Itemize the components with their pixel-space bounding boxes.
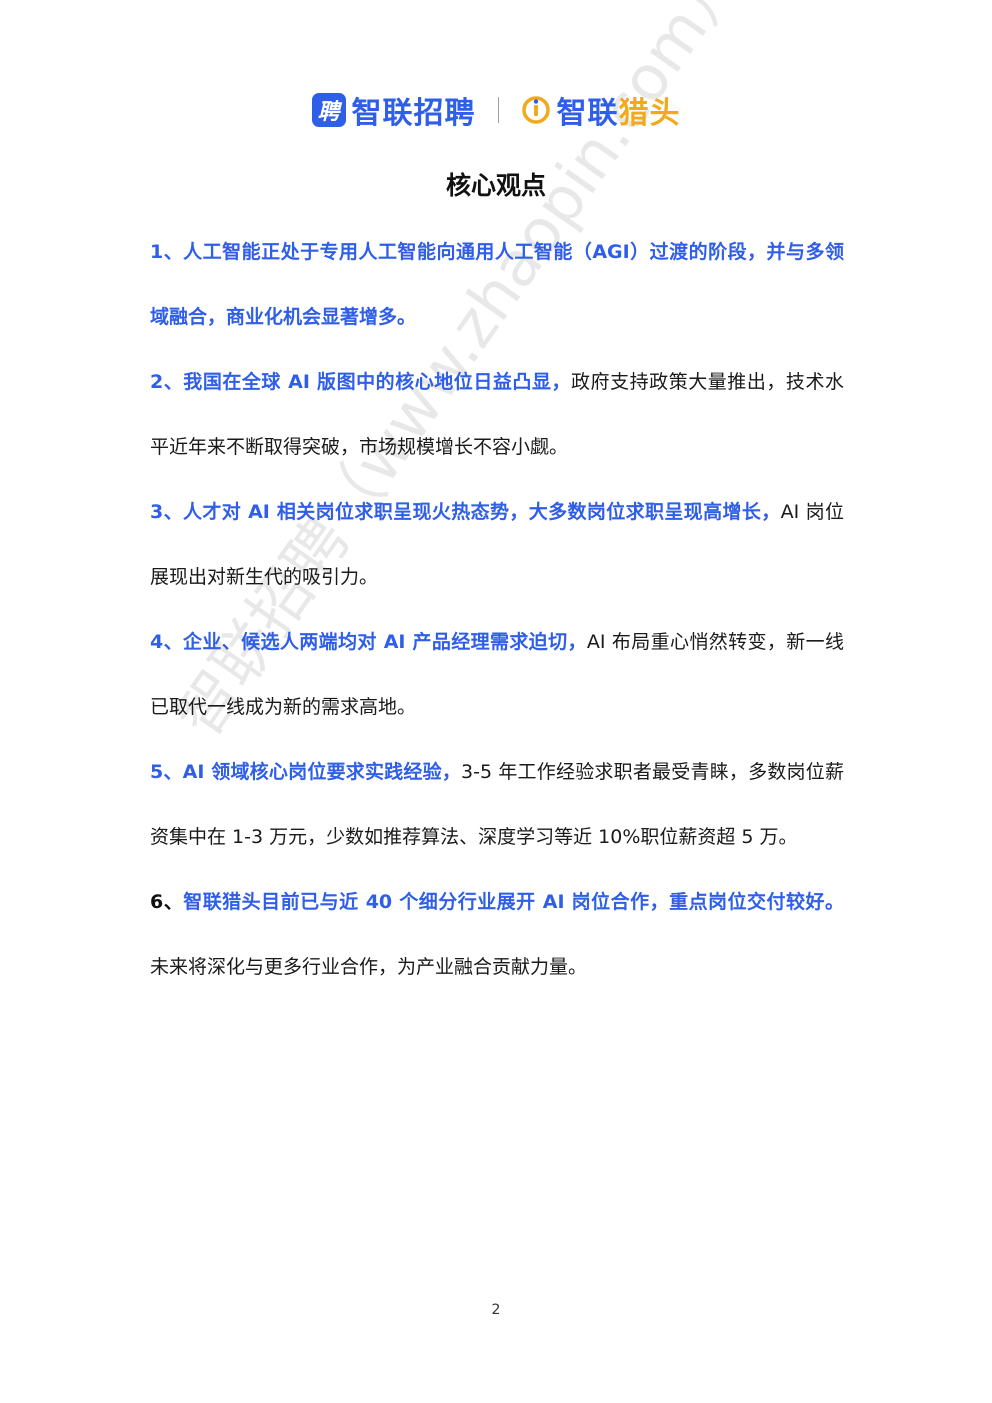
key-point-text: AI 布局重心悄然转变，新一线已取代一线成为新的需求高地。	[150, 631, 844, 718]
key-point-6: 6、智联猎头目前已与近 40 个细分行业展开 AI 岗位合作，重点岗位交付较好。…	[150, 870, 844, 1000]
zhaopin-badge-icon: 聘	[311, 93, 346, 127]
key-point-1: 1、人工智能正处于专用人工智能向通用人工智能（AGI）过渡的阶段，并与多领域融合…	[150, 220, 844, 350]
headhunter-brand-name: 智联猎头	[557, 88, 681, 132]
key-point-text: 政府支持政策大量推出，技术水平近年来不断取得突破，市场规模增长不容小觑。	[150, 371, 844, 458]
key-point-text: 未来将深化与更多行业合作，为产业融合贡献力量。	[150, 956, 588, 978]
key-point-highlight: 1、人工智能正处于专用人工智能向通用人工智能（AGI）过渡的阶段，并与多领域融合…	[150, 241, 844, 328]
key-point-3: 3、人才对 AI 相关岗位求职呈现火热态势，大多数岗位求职呈现高增长，AI 岗位…	[150, 480, 844, 610]
headhunter-brand-name-part1: 智联	[556, 96, 619, 131]
key-points-list: 1、人工智能正处于专用人工智能向通用人工智能（AGI）过渡的阶段，并与多领域融合…	[150, 220, 844, 1000]
zhaopin-logo: 聘 智联招聘	[311, 88, 476, 132]
zhaopin-brand-name: 智联招聘	[351, 96, 476, 131]
key-point-text: 3-5 年工作经验求职者最受青睐，多数岗位薪资集中在 1-3 万元，少数如推荐算…	[150, 761, 844, 848]
page-number: 2	[491, 1302, 501, 1318]
key-point-highlight: 3、人才对 AI 相关岗位求职呈现火热态势，大多数岗位求职呈现高增长，	[150, 501, 781, 523]
key-point-highlight: 智联猎头目前已与近 40 个细分行业展开 AI 岗位合作，重点岗位交付较好。	[183, 891, 844, 913]
page-title: 核心观点	[445, 171, 546, 200]
logo-divider	[497, 97, 499, 123]
key-point-highlight: 4、企业、候选人两端均对 AI 产品经理需求迫切，	[150, 631, 587, 653]
key-point-4: 4、企业、候选人两端均对 AI 产品经理需求迫切，AI 布局重心悄然转变，新一线…	[150, 610, 844, 740]
key-point-highlight: 5、AI 领域核心岗位要求实践经验，	[150, 761, 462, 783]
key-point-2: 2、我国在全球 AI 版图中的核心地位日益凸显，政府支持政策大量推出，技术水平近…	[150, 350, 844, 480]
key-point-number: 6、	[150, 891, 184, 913]
page-header: 聘 智联招聘 智联猎头	[0, 88, 992, 132]
headhunter-brand-name-part2: 猎头	[618, 96, 681, 131]
headhunter-badge-icon	[521, 96, 550, 124]
headhunter-logo: 智联猎头	[521, 88, 681, 132]
key-point-highlight: 2、我国在全球 AI 版图中的核心地位日益凸显，	[150, 371, 572, 393]
key-point-text: AI 岗位展现出对新生代的吸引力。	[150, 501, 844, 588]
key-point-5: 5、AI 领域核心岗位要求实践经验，3-5 年工作经验求职者最受青睐，多数岗位薪…	[150, 740, 844, 870]
